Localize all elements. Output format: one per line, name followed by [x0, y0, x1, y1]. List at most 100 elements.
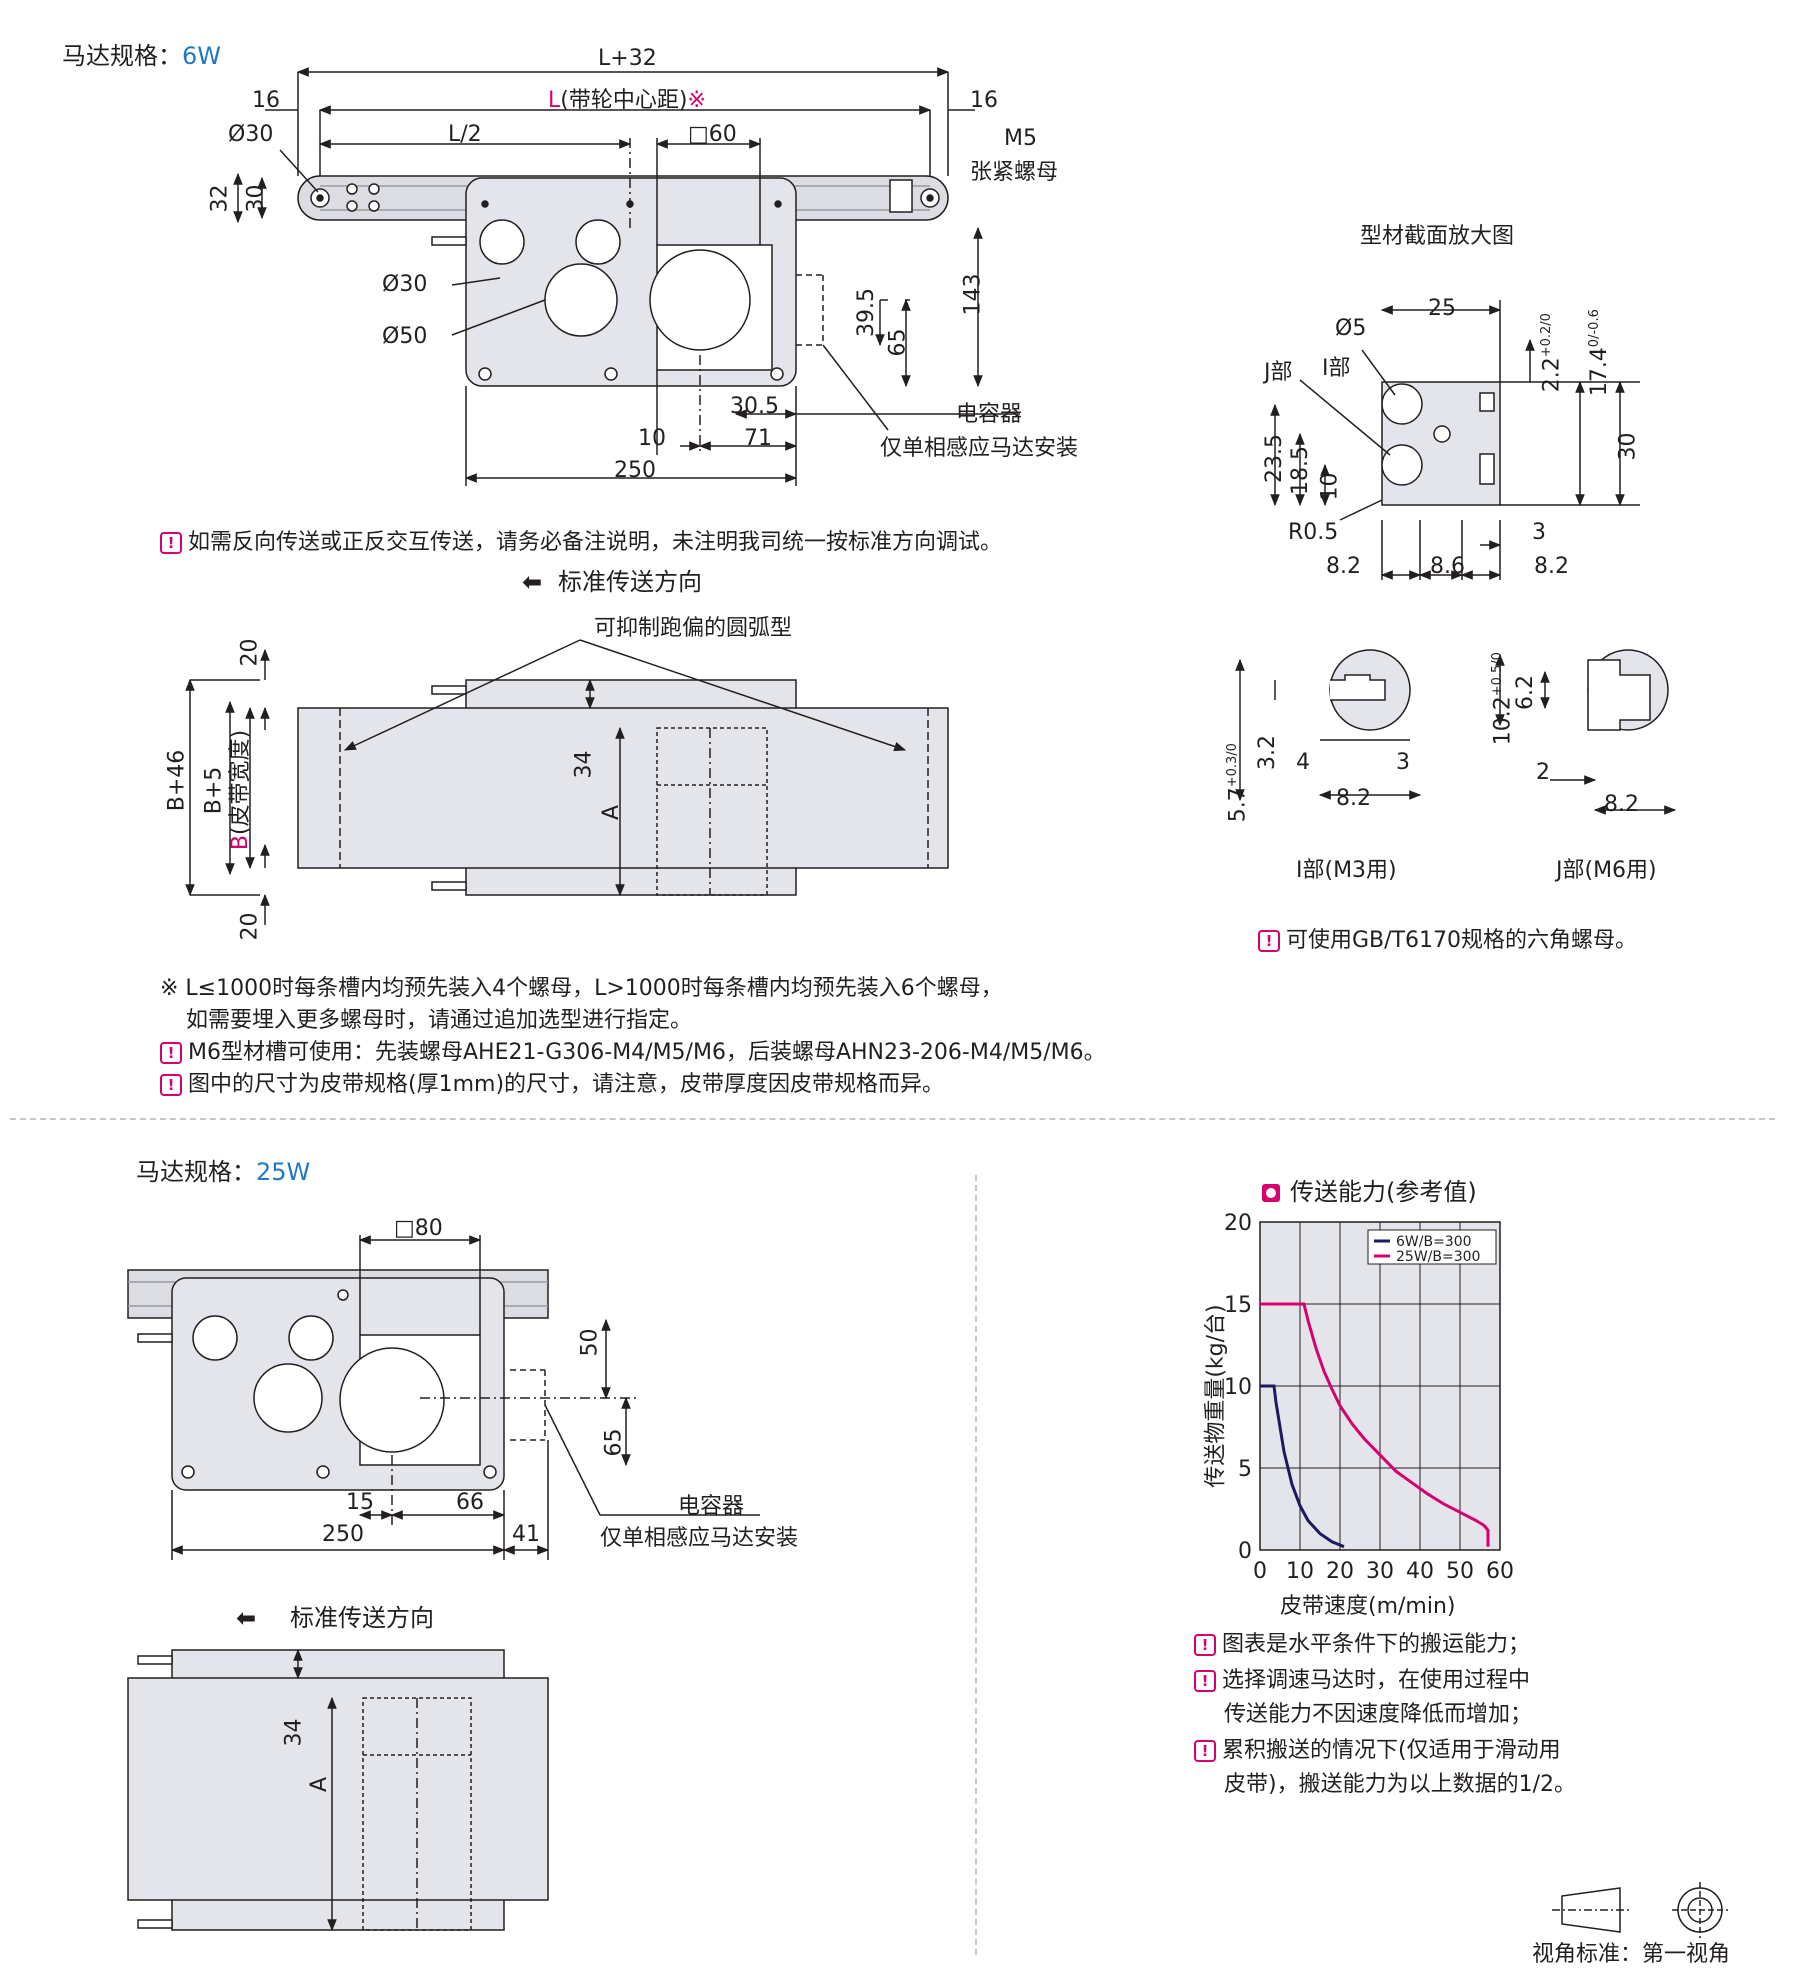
25w-side-view [127, 1235, 760, 1560]
profile-d17-4: 17.40/-0.6 [1586, 309, 1613, 397]
dim-16-left: 16 [252, 88, 280, 113]
chart-x-tick: 50 [1446, 1559, 1474, 1584]
arc-label: 可抑制跑偏的圆弧型 [594, 616, 793, 641]
dim-30: 30 [243, 184, 269, 213]
warning-icon: ! [160, 532, 182, 554]
dim-32: 32 [207, 184, 233, 213]
6w-plan-view [185, 639, 949, 925]
dim-30-5: 30.5 [730, 394, 779, 419]
chart-legend-label: 6W/B=300 [1396, 1234, 1472, 1250]
dim-71: 71 [744, 426, 772, 451]
chart-legend [1367, 1229, 1497, 1265]
dim-15: 15 [346, 1490, 374, 1515]
chart-note-1: !图表是水平条件下的搬运能力； [1194, 1626, 1530, 1658]
dim-41: 41 [512, 1522, 540, 1547]
dim-16-right: 16 [970, 88, 998, 113]
profile-note: !可使用GB/T6170规格的六角螺母。 [1258, 922, 1637, 954]
profile-j-part: J部 [1264, 360, 1293, 385]
dim-l-center: L(带轮中心距)※ [548, 88, 706, 113]
profile-title: 型材截面放大图 [1360, 224, 1515, 249]
profile-d23-5: 23.5 [1261, 434, 1287, 483]
chart-y-label: 传送物重量(kg/台) [1203, 1304, 1229, 1488]
j-detail-d8-2: 8.2 [1604, 792, 1639, 817]
profile-d8-6: 8.6 [1430, 554, 1465, 579]
j-detail-d6-2: 6.2 [1513, 675, 1538, 710]
warning-icon: ! [160, 1074, 182, 1096]
view-standard: 视角标准：第一视角 [1532, 1942, 1731, 1967]
dim-39-5: 39.5 [853, 288, 879, 337]
j-detail-d2: 2 [1536, 760, 1550, 785]
chart-x-tick: 0 [1253, 1559, 1267, 1584]
spec-label: 马达规格： [62, 42, 182, 70]
direction-25w: ⬅标准传送方向 [236, 1604, 434, 1632]
warning-icon: ! [1194, 1634, 1216, 1656]
i-detail-d3: 3 [1396, 750, 1410, 775]
dim-b-belt: B(皮带宽度) [228, 729, 254, 851]
profile-d8-2b: 8.2 [1534, 554, 1569, 579]
chart-y-tick: 20 [1224, 1211, 1252, 1236]
dim-b46: B+46 [164, 749, 190, 812]
chart-series-line [1260, 1302, 1490, 1547]
direction-6w: ⬅标准传送方向 [522, 568, 702, 596]
profile-d30: 30 [1615, 432, 1641, 461]
i-detail-d4: 4 [1296, 750, 1310, 775]
dim-34-25w: 34 [281, 1718, 307, 1747]
chart-x-tick: 60 [1486, 1559, 1514, 1584]
footnote-1: ※ L≤1000时每条槽内均预先装入4个螺母，L>1000时每条槽内均预先装入6… [160, 976, 1003, 1001]
dim-20-top: 20 [237, 638, 263, 667]
dim-65: 65 [885, 328, 911, 357]
profile-d18-5: 18.5 [1287, 446, 1313, 495]
capacitor-label: 电容器 [956, 402, 1023, 427]
dim-a-6w: A [599, 804, 625, 821]
chart-y-tick: 15 [1224, 1293, 1252, 1318]
profile-d25: 25 [1428, 296, 1456, 321]
6w-side-view [233, 67, 1020, 486]
dim-20-bottom: 20 [237, 912, 263, 941]
chart-note-3: 传送能力不因速度降低而增加； [1224, 1702, 1533, 1727]
capacitor-note: 仅单相感应马达安装 [880, 436, 1079, 461]
dim-10: 10 [638, 426, 666, 451]
spec-25w: 马达规格：25W [136, 1158, 311, 1186]
profile-r0-5: R0.5 [1288, 520, 1339, 545]
note-reverse: !如需反向传送或正反交互传送，请务必备注说明，未注明我司统一按标准方向调试。 [160, 524, 1002, 556]
profile-i-part: I部 [1322, 356, 1351, 381]
spec-6w: 马达规格：6W [62, 36, 221, 71]
i-detail-d3-2: 3.2 [1255, 735, 1280, 770]
dim-l-half: L/2 [448, 122, 482, 147]
first-angle-symbol [1552, 1882, 1728, 1938]
warning-icon: ! [160, 1042, 182, 1064]
warning-icon: ! [1258, 930, 1280, 952]
profile-d10: 10 [1317, 472, 1343, 501]
chart-note-4: !累积搬送的情况下(仅适用于滑动用 [1194, 1732, 1561, 1764]
tension-nut-label: 张紧螺母 [970, 160, 1059, 185]
warning-icon: ! [1194, 1670, 1216, 1692]
i-detail-d5-7: 5.7+0.3/0 [1224, 743, 1251, 823]
profile-phi5: Ø5 [1335, 316, 1367, 341]
profile-section [1235, 300, 1677, 815]
dim-m5: M5 [1004, 126, 1037, 151]
dim-sq60: □60 [688, 122, 737, 147]
dim-250: 250 [614, 458, 656, 483]
dim-34-6w: 34 [571, 750, 597, 779]
chart-x-tick: 30 [1366, 1559, 1394, 1584]
dim-a-25w: A [307, 1776, 333, 1793]
dim-50-25w: 50 [577, 1328, 603, 1357]
dim-phi30-mid: Ø30 [382, 272, 428, 297]
dim-phi30-top: Ø30 [228, 122, 274, 147]
footnote-3: !M6型材槽可使用：先装螺母AHE21-G306-M4/M5/M6，后装螺母AH… [160, 1034, 1106, 1066]
i-detail-caption: I部(M3用) [1296, 858, 1397, 883]
left-arrow-icon: ⬅ [236, 1604, 257, 1632]
chart-y-tick: 0 [1238, 1539, 1252, 1564]
warning-icon: ! [1194, 1740, 1216, 1762]
dim-65-25w: 65 [601, 1428, 627, 1457]
chart-legend-label: 25W/B=300 [1396, 1249, 1480, 1265]
profile-d2-2: 2.2+0.2/0 [1538, 313, 1565, 393]
j-detail-d10-2: 10.2+0.5/0 [1489, 652, 1516, 746]
profile-d3: 3 [1532, 520, 1546, 545]
dim-l-plus-32: L+32 [598, 46, 657, 71]
capacitor-note-25w: 仅单相感应马达安装 [600, 1526, 799, 1551]
chart-x-tick: 20 [1326, 1559, 1354, 1584]
section-divider [10, 1118, 1775, 1120]
